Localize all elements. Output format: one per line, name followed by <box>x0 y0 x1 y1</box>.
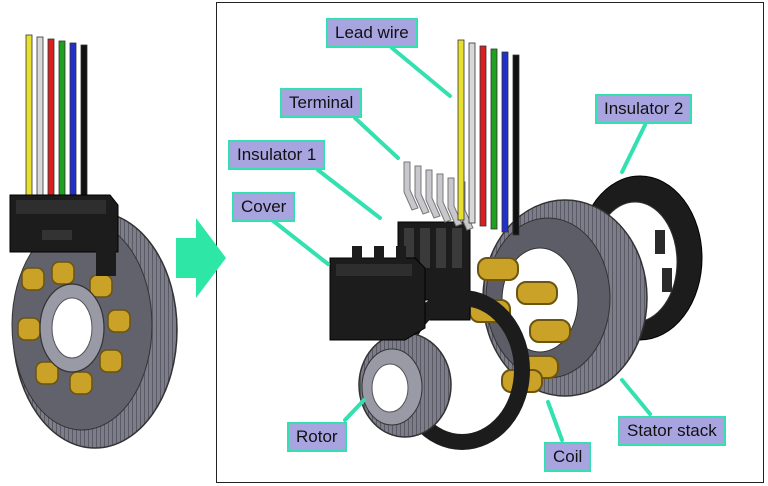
assembled-motor <box>9 34 178 449</box>
label-insulator-1: Insulator 1 <box>228 140 326 170</box>
label-terminal: Terminal <box>280 88 363 118</box>
leader-insulator-2 <box>620 123 647 174</box>
label-insulator-2: Insulator 2 <box>595 94 693 124</box>
leader-rotor <box>343 398 366 422</box>
rotor-part <box>358 332 452 438</box>
assembled-lead-wires <box>25 34 88 196</box>
transition-arrow <box>176 218 226 298</box>
exploded-view-frame <box>216 2 764 483</box>
label-cover: Cover <box>232 192 296 222</box>
label-rotor: Rotor <box>287 422 347 452</box>
leader-lines <box>270 46 652 442</box>
label-lead-wire: Lead wire <box>326 18 418 48</box>
cover-part <box>329 246 426 341</box>
leader-cover <box>270 218 330 266</box>
leader-stator-stack <box>620 378 652 416</box>
lead-wire-part <box>457 39 520 236</box>
leader-lead-wire <box>390 46 452 98</box>
label-stator-stack: Stator stack <box>618 416 726 446</box>
assembled-coils <box>17 261 131 395</box>
leader-terminal <box>353 116 400 160</box>
leader-insulator-1 <box>316 168 382 220</box>
label-coil: Coil <box>544 442 592 472</box>
leader-coil <box>546 400 564 442</box>
